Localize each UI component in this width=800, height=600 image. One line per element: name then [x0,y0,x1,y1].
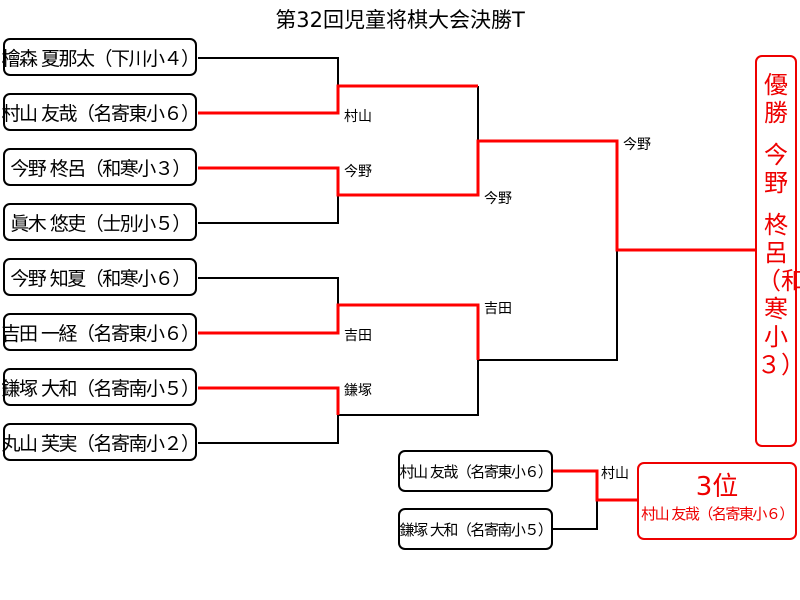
round2-winner-label: 今野 [484,191,512,207]
champion-given-name: 柊呂 [764,211,788,267]
third-place-rank: 3位 [695,472,739,502]
round1-winner-label: 吉田 [344,328,372,344]
round1-winner-label: 今野 [344,164,372,180]
round2-winner-label: 吉田 [484,301,512,317]
third-place-name: 村山 友哉（名寄東小６） [641,505,794,523]
final-winner-label: 今野 [623,137,651,153]
player-box: 鎌塚 大和（名寄南小５） [1,368,200,406]
line-p4 [198,195,339,224]
win-line-third [553,469,637,502]
player-box: 檜森 夏那太（下川小４） [1,38,200,76]
champion-surname: 今野 [764,141,788,197]
champion-box: 優勝 今野 柊呂 （和寒小３） [755,55,800,447]
third-match-player: 村山 友哉（名寄東小６） [398,450,553,492]
player-box: 村山 友哉（名寄東小６） [1,93,200,131]
player-box: 吉田 一経（名寄東小６） [1,313,200,351]
champion-school: （和寒小３） [757,267,800,379]
round1-winner-label: 鎌塚 [344,383,372,399]
player-box: 今野 柊呂（和寒小３） [3,148,197,186]
win-line-kamatsuka [198,386,340,415]
round1-winner-label: 村山 [344,109,372,125]
win-line-murayama [198,84,478,115]
player-box: 丸山 芙実（名寄南小２） [1,423,200,461]
player-box: 眞木 悠吏（士別小５） [3,203,197,241]
champion-heading: 優勝 [764,71,788,127]
win-line-konno [198,139,755,252]
line-final-bottom [478,250,618,361]
page-title: 第32回児童将棋大会決勝T [275,8,525,32]
third-place-box: 3位 村山 友哉（名寄東小６） [637,462,797,540]
win-line-yoshida [198,303,480,360]
line-p5 [198,277,339,305]
player-box: 今野 知夏（和寒小６） [3,258,197,296]
third-match-winner-label: 村山 [601,466,629,482]
line-p1 [198,57,339,86]
line-third-bottom [553,500,598,530]
third-match-player: 鎌塚 大和（名寄南小５） [398,508,553,550]
